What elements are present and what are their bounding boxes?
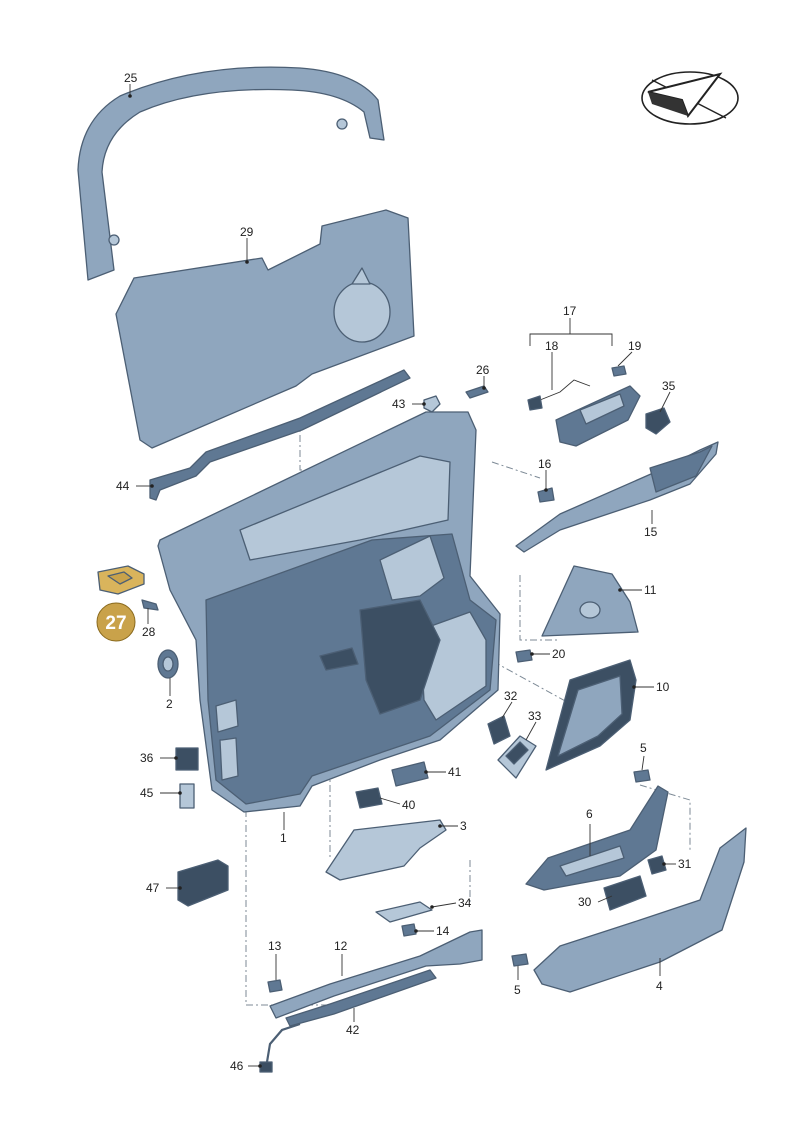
callout-labels: 25 29 17 18 19 26 43 35 44 16 15 11 28 2… xyxy=(116,71,692,1073)
callout-1: 1 xyxy=(280,831,287,845)
callout-2: 2 xyxy=(166,697,173,711)
part-17-handle-assembly xyxy=(527,379,641,447)
part-29-insulation-panel xyxy=(115,209,415,449)
part-25-frame-trim xyxy=(77,66,385,281)
part-1-door-trim-panel xyxy=(157,411,501,813)
callout-6: 6 xyxy=(586,807,593,821)
part-33-switch-block xyxy=(497,735,537,779)
callout-44: 44 xyxy=(116,479,130,493)
part-35-lever xyxy=(645,407,671,435)
part-31-switch xyxy=(647,855,667,875)
callout-45: 45 xyxy=(140,786,154,800)
callout-47: 47 xyxy=(146,881,160,895)
callout-5-upper: 5 xyxy=(640,741,647,755)
highlight-callout-27-text: 27 xyxy=(105,613,126,634)
leader-dots xyxy=(128,94,666,1068)
part-44-rail xyxy=(149,369,411,501)
part-46-cable xyxy=(259,1022,301,1073)
part-3-armrest-pad xyxy=(325,819,447,881)
part-40-connector xyxy=(355,787,383,809)
part-34-bracket xyxy=(375,901,433,923)
callout-43: 43 xyxy=(392,397,406,411)
callout-36: 36 xyxy=(140,751,154,765)
part-4-armrest-trim xyxy=(533,827,747,993)
callout-46: 46 xyxy=(230,1059,244,1073)
callout-14: 14 xyxy=(436,924,450,938)
callout-28: 28 xyxy=(142,625,156,639)
direction-arrow-icon xyxy=(641,71,739,125)
callout-15: 15 xyxy=(644,525,658,539)
callout-12: 12 xyxy=(334,939,348,953)
callout-29: 29 xyxy=(240,225,254,239)
part-30-switch-block xyxy=(603,875,647,911)
part-13-screw xyxy=(267,979,283,993)
callout-25: 25 xyxy=(124,71,138,85)
part-32-switch xyxy=(487,715,511,745)
callout-18: 18 xyxy=(545,339,559,353)
part-28-screw xyxy=(141,599,159,611)
callout-42: 42 xyxy=(346,1023,360,1037)
part-15-trim-strip xyxy=(515,441,719,553)
part-2-speaker-grille xyxy=(157,649,179,679)
part-20-screw xyxy=(515,649,533,663)
part-41-connector xyxy=(391,761,429,787)
part-47-module xyxy=(177,859,229,907)
callout-35: 35 xyxy=(662,379,676,393)
callout-3: 3 xyxy=(460,819,467,833)
callout-10: 10 xyxy=(656,680,670,694)
highlight-callout-27: 27 xyxy=(96,602,136,642)
part-36-switch xyxy=(175,747,199,771)
leader-lines xyxy=(129,84,676,1067)
callout-16: 16 xyxy=(538,457,552,471)
part-27-clip xyxy=(97,565,145,595)
callout-19: 19 xyxy=(628,339,642,353)
callout-30: 30 xyxy=(578,895,592,909)
part-26-bolt xyxy=(465,385,489,399)
part-6-switch-panel xyxy=(525,785,669,891)
part-5-screw-upper xyxy=(633,769,651,783)
part-14-screw xyxy=(401,923,417,937)
part-45-cover xyxy=(179,783,195,809)
callout-41: 41 xyxy=(448,765,462,779)
part-10-speaker-cover xyxy=(545,659,637,771)
part-19-screw xyxy=(611,365,627,377)
part-43-clip xyxy=(423,395,441,413)
callout-5-lower: 5 xyxy=(514,983,521,997)
callout-33: 33 xyxy=(528,709,542,723)
part-12-lower-strip xyxy=(269,929,483,1019)
callout-26: 26 xyxy=(476,363,490,377)
part-5-screw-lower xyxy=(511,953,529,967)
callout-13: 13 xyxy=(268,939,282,953)
callout-4: 4 xyxy=(656,979,663,993)
callout-34: 34 xyxy=(458,896,472,910)
part-11-corner-cover xyxy=(541,565,639,637)
callout-31: 31 xyxy=(678,857,692,871)
callout-20: 20 xyxy=(552,647,566,661)
callout-32: 32 xyxy=(504,689,518,703)
callout-40: 40 xyxy=(402,798,416,812)
callout-11: 11 xyxy=(644,583,657,597)
callout-17: 17 xyxy=(563,304,577,318)
part-42-lower-rail xyxy=(285,969,437,1027)
